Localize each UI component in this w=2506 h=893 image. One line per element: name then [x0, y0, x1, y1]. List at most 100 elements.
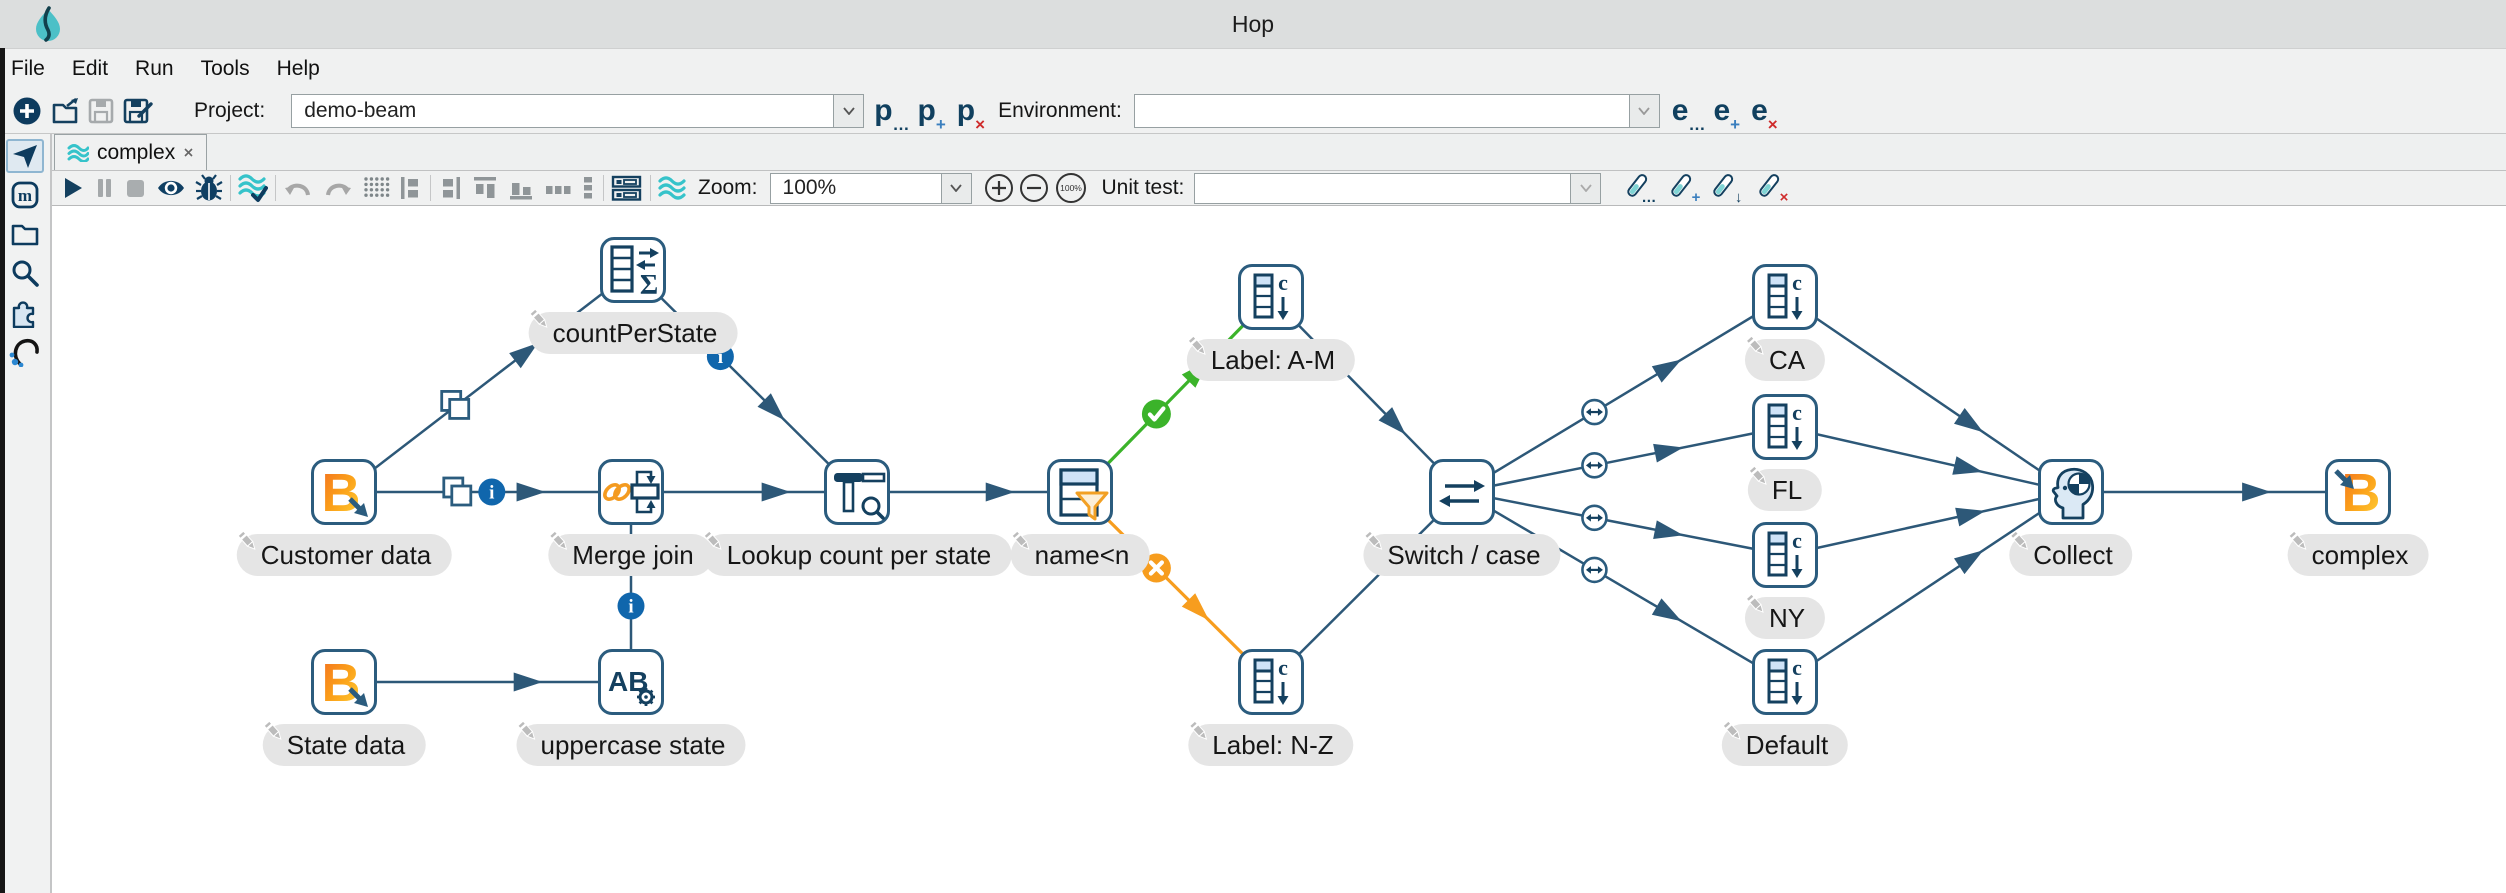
unit-test-detach-button[interactable]: ↓	[1709, 172, 1742, 206]
unit-test-edit-button[interactable]: …	[1623, 172, 1656, 206]
transform-group-by[interactable]: Σ	[600, 237, 666, 303]
transform-beam-input[interactable]: B	[311, 459, 377, 525]
transform-string-operations[interactable]: AB	[598, 649, 664, 715]
save-button[interactable]	[87, 97, 115, 125]
tab-close-icon[interactable]	[183, 147, 194, 158]
unit-test-combo	[1194, 172, 1602, 204]
transform-stream-lookup[interactable]	[824, 459, 890, 525]
transform-label: Lookup count per state	[726, 540, 992, 570]
transform-constants[interactable]: c	[1752, 394, 1818, 460]
pause-button[interactable]	[95, 176, 113, 200]
transform-label: State data	[286, 730, 406, 760]
transform-label-pill[interactable]: Default	[1721, 720, 1849, 766]
transform-label-pill[interactable]: NY	[1744, 593, 1826, 639]
transform-label-pill[interactable]: Switch / case	[1363, 530, 1561, 576]
svg-text:i: i	[718, 347, 723, 368]
align-left-button[interactable]	[399, 175, 423, 201]
unit-test-dropdown-button[interactable]	[1571, 172, 1602, 204]
tab-complex[interactable]: complex	[54, 134, 208, 170]
align-top-button[interactable]	[472, 175, 498, 201]
transform-constants[interactable]: c	[1752, 264, 1818, 330]
transform-label-pill[interactable]: name<n	[1010, 530, 1150, 576]
align-bottom-button[interactable]	[508, 175, 534, 201]
new-button[interactable]	[12, 96, 42, 126]
distribute-vertically-button[interactable]	[580, 175, 596, 201]
transform-label-pill[interactable]: Lookup count per state	[702, 530, 1012, 576]
environment-dropdown-button[interactable]	[1629, 93, 1660, 128]
transform-label-pill[interactable]: Merge join	[548, 530, 714, 576]
perspective-git-info[interactable]	[6, 334, 44, 368]
zoom-in-button[interactable]	[984, 173, 1014, 203]
transform-constants[interactable]: c	[1752, 522, 1818, 588]
transform-constants[interactable]: c	[1752, 649, 1818, 715]
redo-button[interactable]	[323, 176, 353, 200]
project-edit-button[interactable]: p…	[874, 93, 909, 134]
transform-label-pill[interactable]: State data	[262, 720, 426, 766]
menu-edit[interactable]: Edit	[71, 56, 109, 80]
transform-switch-case[interactable]	[1429, 459, 1495, 525]
environment-edit-button[interactable]: e…	[1671, 93, 1706, 134]
transform-beam-input[interactable]: B	[311, 649, 377, 715]
perspective-file-explorer[interactable]	[6, 217, 44, 251]
transform-label-pill[interactable]: uppercase state	[516, 720, 746, 766]
open-button[interactable]	[50, 97, 80, 125]
perspective-metadata[interactable]: m	[6, 178, 44, 212]
stop-button[interactable]	[124, 177, 146, 199]
unit-test-input[interactable]	[1194, 172, 1572, 204]
project-input[interactable]	[291, 93, 835, 128]
snap-to-grid-button[interactable]	[363, 176, 391, 200]
zoom-input[interactable]	[769, 172, 942, 204]
svg-text:i: i	[489, 483, 494, 504]
preview-button[interactable]	[156, 176, 186, 200]
menu-tools[interactable]: Tools	[200, 56, 250, 80]
project-combo	[291, 93, 865, 128]
transform-beam-output[interactable]: B	[2325, 459, 2391, 525]
hop-target-icon	[1581, 556, 1608, 584]
menu-help[interactable]: Help	[276, 56, 320, 80]
svg-text:c: c	[1792, 270, 1802, 295]
transform-constants[interactable]: c	[1238, 649, 1304, 715]
zoom-100-button[interactable]: 100%	[1054, 172, 1088, 204]
menu-run[interactable]: Run	[135, 56, 174, 80]
save-as-button[interactable]	[122, 97, 154, 125]
environment-delete-button[interactable]: e×	[1751, 93, 1778, 134]
project-add-button[interactable]: p+	[917, 93, 946, 134]
transform-filter-rows[interactable]	[1047, 459, 1113, 525]
transform-label-pill[interactable]: countPerState	[528, 308, 738, 354]
transform-label-pill[interactable]: complex	[2287, 530, 2429, 576]
perspective-search[interactable]	[6, 256, 44, 290]
environment-add-button[interactable]: e+	[1713, 93, 1740, 134]
project-delete-button[interactable]: p×	[956, 93, 985, 134]
transform-label-pill[interactable]: FL	[1747, 465, 1823, 511]
perspective-data-orchestration[interactable]	[6, 139, 44, 173]
svg-text:B: B	[2342, 463, 2381, 522]
zoom-dropdown-button[interactable]	[941, 172, 972, 204]
show-execution-results-button[interactable]	[611, 174, 643, 202]
transform-label-pill[interactable]: Customer data	[236, 530, 452, 576]
align-right-button[interactable]	[438, 175, 462, 201]
unit-test-delete-button[interactable]: ×	[1755, 172, 1788, 206]
transform-label-pill[interactable]: CA	[1744, 335, 1826, 381]
undo-button[interactable]	[283, 176, 313, 200]
check-pipeline-button[interactable]	[238, 173, 268, 203]
menu-file[interactable]: File	[11, 56, 45, 80]
unit-test-create-button[interactable]: +	[1667, 172, 1700, 206]
transform-label-pill[interactable]: Label: N-Z	[1188, 720, 1354, 766]
zoom-out-button[interactable]	[1019, 173, 1049, 203]
transform-label: name<n	[1034, 540, 1130, 570]
transform-merge-join[interactable]	[598, 459, 664, 525]
perspective-plugins[interactable]	[6, 295, 44, 329]
transform-label-pill[interactable]: Label: A-M	[1186, 335, 1356, 381]
distribute-horizontally-button[interactable]	[544, 177, 572, 199]
hops-layer[interactable]: iii	[52, 206, 2506, 893]
hop-line	[1078, 490, 1273, 684]
environment-input[interactable]	[1133, 93, 1630, 128]
debug-button[interactable]	[195, 174, 223, 202]
switch-case-icon	[1439, 480, 1485, 507]
transform-collect[interactable]	[2038, 459, 2104, 525]
project-dropdown-button[interactable]	[834, 93, 865, 128]
transform-constants[interactable]: c	[1238, 264, 1304, 330]
transform-label-pill[interactable]: Collect	[2009, 530, 2133, 576]
run-button[interactable]	[60, 175, 84, 201]
